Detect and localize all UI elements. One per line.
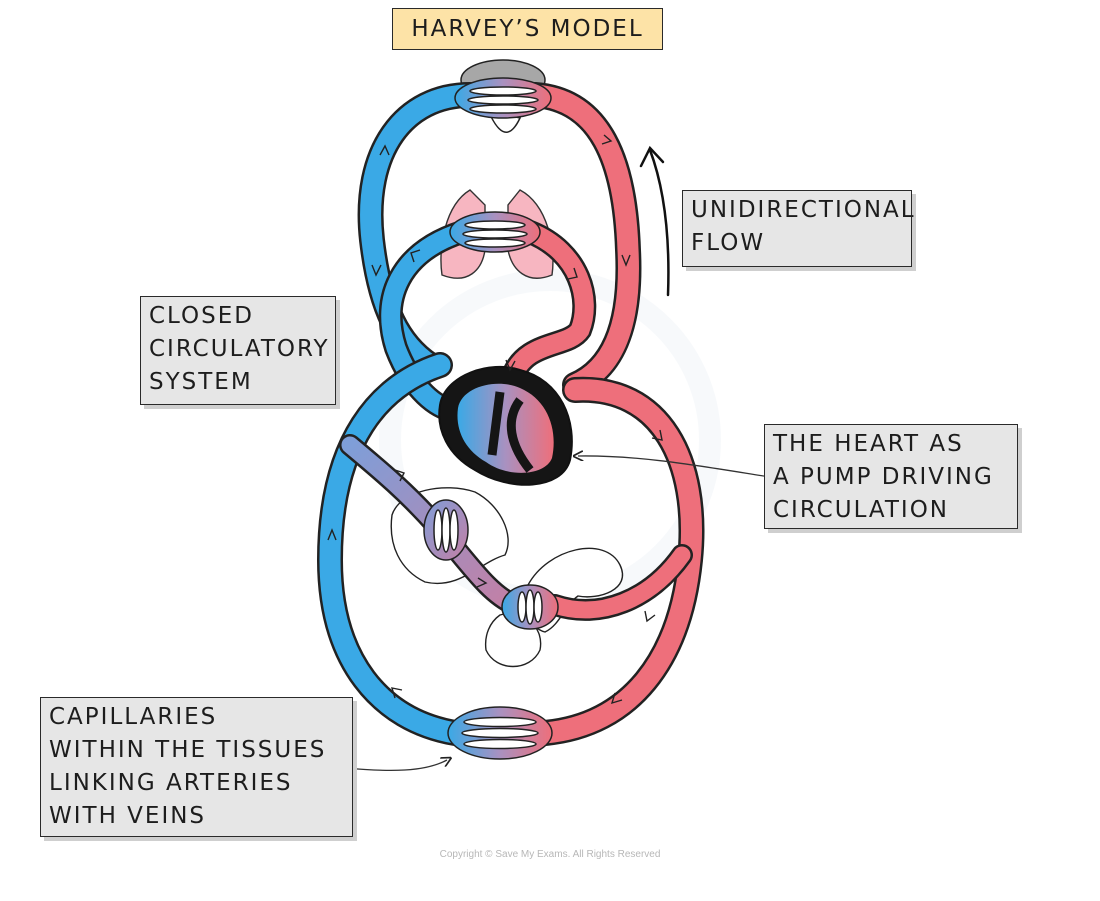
unidirectional-arrow-icon bbox=[639, 145, 670, 297]
label-line: FLOW bbox=[691, 230, 766, 256]
copyright-text: Copyright © Save My Exams. All Rights Re… bbox=[439, 849, 661, 860]
flow-arrows bbox=[327, 134, 663, 705]
label-line: UNIDIRECTIONAL bbox=[691, 197, 916, 223]
diagram-title: HARVEY’S MODEL bbox=[392, 8, 663, 50]
label-line: THE HEART AS bbox=[773, 431, 964, 457]
capillary-bed-lungs bbox=[449, 211, 541, 253]
label-line: WITHIN THE TISSUES bbox=[49, 737, 327, 763]
label-line: CAPILLARIES bbox=[49, 704, 218, 730]
capillary-bed-brain bbox=[454, 77, 552, 119]
label-line: LINKING ARTERIES bbox=[49, 770, 293, 796]
label-line: CIRCULATORY bbox=[149, 336, 330, 362]
capillary-bed-liver bbox=[423, 499, 469, 561]
label-line: CLOSED bbox=[149, 303, 254, 329]
capillaries-label: CAPILLARIES WITHIN THE TISSUES LINKING A… bbox=[40, 697, 353, 837]
label-line: SYSTEM bbox=[149, 369, 253, 395]
heart-pump-label: THE HEART AS A PUMP DRIVING CIRCULATION bbox=[764, 424, 1018, 529]
heart-icon bbox=[438, 365, 573, 486]
label-line: WITH VEINS bbox=[49, 803, 207, 829]
blood-vessels bbox=[316, 82, 705, 746]
capillary-bed-tissues bbox=[447, 706, 553, 760]
capillary-bed-gut bbox=[501, 584, 559, 630]
label-line: CIRCULATION bbox=[773, 497, 950, 523]
label-line: A PUMP DRIVING bbox=[773, 464, 994, 490]
closed-circulatory-system-label: CLOSED CIRCULATORY SYSTEM bbox=[140, 296, 336, 405]
unidirectional-flow-label: UNIDIRECTIONAL FLOW bbox=[682, 190, 916, 267]
